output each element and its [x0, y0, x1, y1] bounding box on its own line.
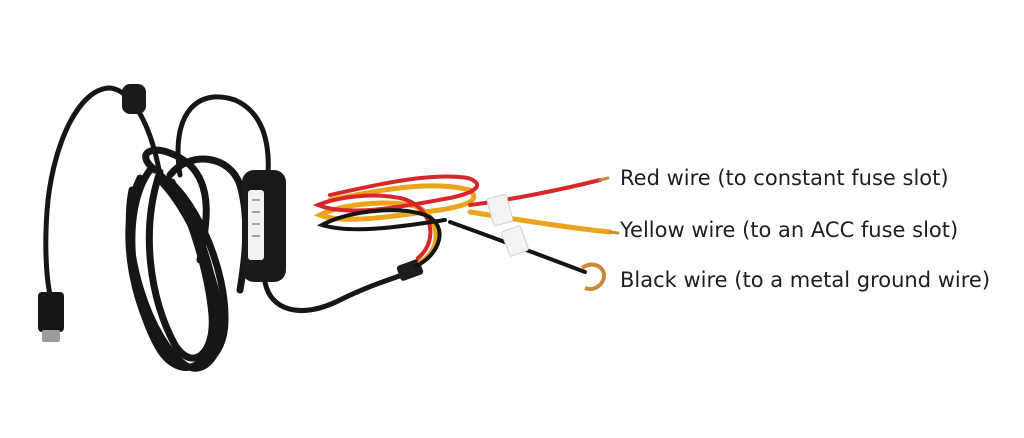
wire-ends: [580, 176, 620, 291]
wire-bundle: [312, 174, 613, 274]
cable-to-fuse: [262, 269, 413, 313]
black-wire-label: Black wire (to a metal ground wire): [620, 268, 991, 292]
converter-box: [242, 170, 286, 282]
yellow-wire-label: Yellow wire (to an ACC fuse slot): [620, 218, 959, 242]
cable-coil: [125, 146, 250, 372]
wire-tags: [486, 193, 529, 257]
red-wire-label: Red wire (to constant fuse slot): [620, 166, 949, 190]
ferrite-choke: [122, 84, 146, 114]
micro-usb-plug: [38, 292, 64, 342]
